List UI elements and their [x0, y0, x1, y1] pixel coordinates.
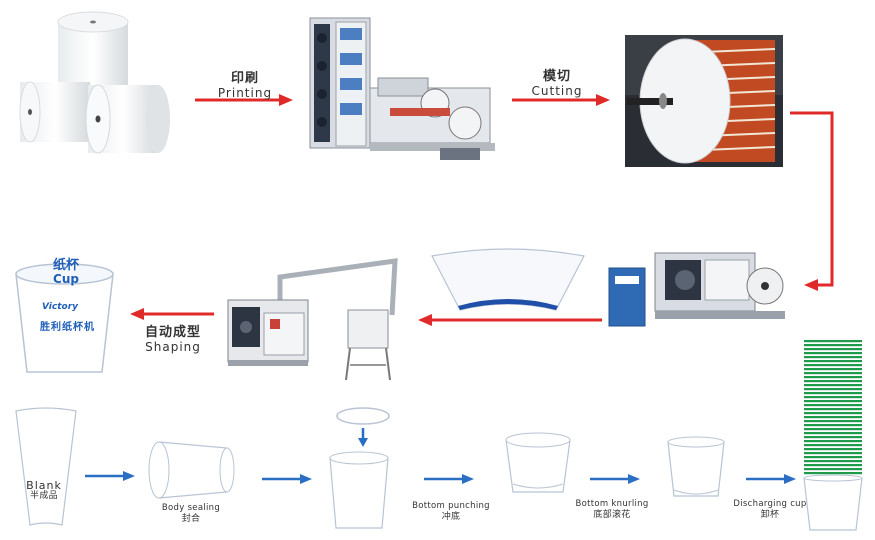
cup-stack-stripe — [804, 396, 862, 399]
cup-title-en: Cup — [53, 272, 79, 286]
arrow-right-icon — [195, 94, 293, 106]
paper-rolls-image — [19, 11, 170, 154]
cup-stack-stripe — [804, 380, 862, 383]
discharging-cup-label-zh: 卸杯 — [760, 510, 780, 520]
cup-stack-stripe — [804, 400, 862, 403]
body-sealing-label-zh: 封合 — [181, 514, 201, 524]
cup-stack-stripe — [804, 368, 862, 371]
cup-stack-stripe — [804, 432, 862, 435]
cup-stack-stripe — [804, 452, 862, 455]
arrow-right-icon — [590, 474, 640, 484]
arrow-right-icon — [262, 474, 312, 484]
cup-stack-stripe — [804, 364, 862, 367]
die-cutting-machine-image — [608, 252, 785, 327]
printing-machine-image — [309, 17, 495, 160]
cup-blank-fan-image — [431, 248, 585, 311]
cup-stack-stripe — [804, 412, 862, 415]
bottom-punching-cup-image — [505, 432, 571, 493]
cup-stack-stripe — [804, 340, 862, 343]
cup-outline-image — [329, 451, 389, 529]
cup-forming-machine-image — [227, 258, 398, 381]
cup-stack-stripe — [804, 444, 862, 447]
cup-stack-stripe — [804, 468, 862, 471]
cup-stack-stripe — [804, 344, 862, 347]
arrow-right-icon — [424, 474, 474, 484]
cup-stack-stripe — [804, 376, 862, 379]
cup-title-zh: 纸杯 — [52, 258, 79, 273]
cup-stack-stripe — [804, 436, 862, 439]
body-sealing-label-en: Body sealing — [161, 503, 221, 513]
cutting-label-zh: 模切 — [542, 69, 571, 84]
cup-stack-stripe — [804, 424, 862, 427]
cup-stack-stripe — [804, 416, 862, 419]
printing-label-zh: 印刷 — [230, 71, 259, 86]
bottom-knurling-cup-image — [667, 436, 725, 497]
cup-stack-stripe — [804, 448, 862, 451]
cup-stack-stripe — [804, 464, 862, 467]
arrow-right-icon — [512, 94, 610, 106]
cutting-label-en: Cutting — [531, 84, 583, 98]
cup-stack-stripe — [804, 372, 862, 375]
cup-stack-stripe — [804, 428, 862, 431]
bottom-disc-image — [336, 407, 390, 447]
cup-stack-stripe — [804, 384, 862, 387]
cup-stack-stripe — [804, 420, 862, 423]
cup-stack-stripe — [804, 356, 862, 359]
cup-stack-stripe — [804, 404, 862, 407]
cup-stack-stripe — [804, 440, 862, 443]
cup-side-text: 胜利纸杯机 — [40, 322, 95, 333]
cup-stack-stripe — [804, 472, 862, 475]
bottom-knurling-label-en: Bottom knurling — [575, 499, 649, 509]
cup-stack-stripe — [804, 352, 862, 355]
cup-logo: Victory — [42, 302, 79, 312]
shaping-label-en: Shaping — [145, 340, 201, 354]
bottom-punching-label-en: Bottom punching — [412, 501, 490, 511]
cup-stack-stripe — [804, 348, 862, 351]
cup-stack-stripe — [804, 388, 862, 391]
arrow-right-icon — [85, 471, 135, 481]
printed-roll-image — [625, 35, 783, 167]
blank-label-zh: 半成品 — [30, 491, 58, 501]
cup-stack-stripe — [804, 392, 862, 395]
shaping-label-zh: 自动成型 — [144, 325, 201, 340]
flow-connector-arrow-icon — [790, 111, 834, 291]
cup-stack-stripe — [804, 456, 862, 459]
discharging-cup-label-en: Discharging cup — [733, 499, 807, 509]
blank-label-en: Blank — [26, 479, 62, 492]
arrow-left-icon — [418, 314, 602, 326]
printing-label-en: Printing — [217, 86, 273, 100]
cup-stack-stripe — [804, 360, 862, 363]
bottom-punching-label-zh: 冲底 — [441, 512, 461, 522]
paper-cup-image — [15, 263, 114, 373]
arrow-right-icon — [746, 474, 796, 484]
cup-stack-stripe — [804, 460, 862, 463]
cup-stack-stripe — [804, 408, 862, 411]
cup-stack-image — [803, 340, 863, 531]
blank-outline-image — [15, 407, 77, 526]
bottom-knurling-label-zh: 底部滚花 — [593, 510, 631, 520]
body-sealing-cup-image — [148, 441, 235, 499]
arrow-left-icon — [130, 308, 214, 320]
